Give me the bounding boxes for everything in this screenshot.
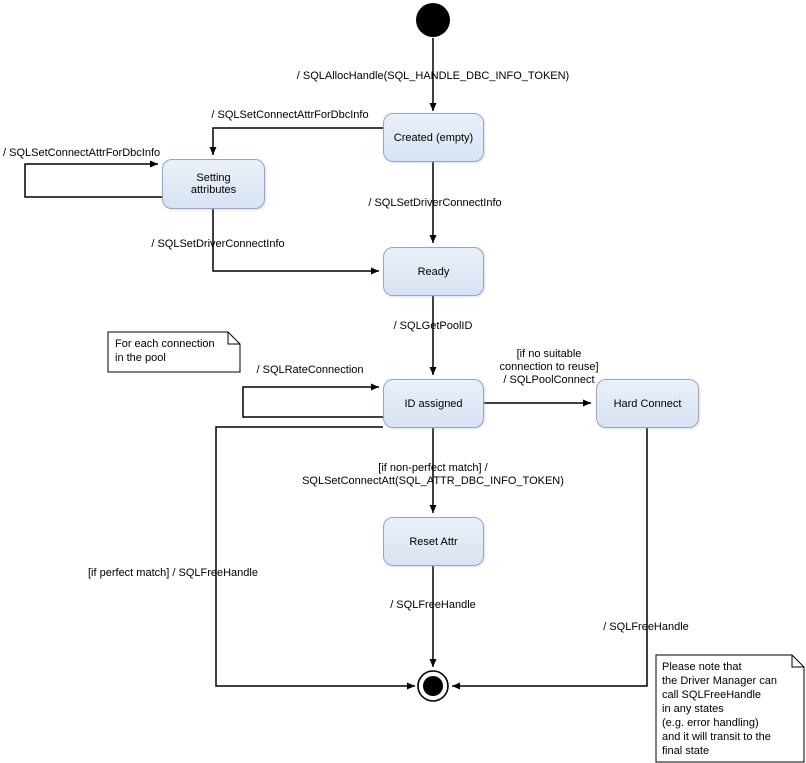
transition-label-set-driver-from-setting: / SQLSetDriverConnectInfo xyxy=(151,238,285,250)
pool-note-text: For each connection in the pool xyxy=(115,338,215,364)
transition-label-set-attr-self: / SQLSetConnectAttrForDbcInfo xyxy=(3,147,161,159)
transition-label-pool-connect: [if no suitable connection to reuse] / S… xyxy=(499,348,599,386)
initial-state-icon xyxy=(416,3,450,37)
state-hard-connect: Hard Connect xyxy=(596,379,699,428)
transition-label-set-driver-from-created: / SQLSetDriverConnectInfo xyxy=(368,197,502,209)
state-reset-attr: Reset Attr xyxy=(383,517,484,566)
state-ready: Ready xyxy=(383,247,484,296)
transition-arrow-perfect-match-free-handle xyxy=(215,426,415,690)
transition-arrow-rate-connection-self-loop xyxy=(242,383,383,418)
final-state-icon xyxy=(417,670,449,702)
transition-arrow-set-attr-to-setting xyxy=(209,127,383,155)
transition-label-perfect-match-free-handle: [if perfect match] / SQLFreeHandle xyxy=(88,567,258,579)
transition-label-non-perfect-match: [if non-perfect match] / SQLSetConnectAt… xyxy=(302,462,564,487)
transition-arrow-set-driver-from-setting xyxy=(212,209,379,275)
state-setting-attributes: Setting attributes xyxy=(162,159,265,209)
transition-arrow-hard-connect-free-handle xyxy=(452,428,648,690)
transition-label-alloc: / SQLAllocHandle(SQL_HANDLE_DBC_INFO_TOK… xyxy=(296,70,570,82)
transition-label-rate-connection: / SQLRateConnection xyxy=(256,364,364,376)
transition-arrow-set-attr-self-loop xyxy=(24,160,162,198)
state-created-empty: Created (empty) xyxy=(383,113,484,162)
transition-label-get-pool-id: / SQLGetPoolID xyxy=(393,320,473,332)
free-handle-note-shape xyxy=(655,654,805,763)
free-handle-note-text: Please note that the Driver Manager can … xyxy=(662,661,777,757)
transition-label-hard-connect-free-handle: / SQLFreeHandle xyxy=(603,621,689,633)
state-id-assigned: ID assigned xyxy=(383,379,484,428)
pool-note-shape xyxy=(107,331,241,373)
transition-label-reset-free-handle: / SQLFreeHandle xyxy=(390,599,476,611)
transition-label-set-attr-to-setting: / SQLSetConnectAttrForDbcInfo xyxy=(211,109,369,121)
